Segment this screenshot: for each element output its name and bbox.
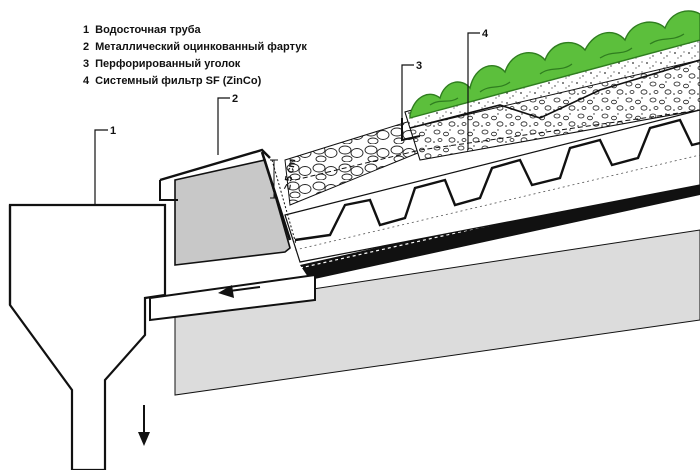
- callout-4: 4: [467, 28, 489, 150]
- system-filter: [294, 109, 700, 181]
- metal-apron: [159, 148, 297, 266]
- drainage-zigzag: [294, 118, 700, 242]
- vegetation: [409, 10, 700, 119]
- flow-arrow-left-icon: [218, 285, 261, 298]
- callout-3-number: 3: [416, 60, 422, 72]
- dimension-label: ≥ 5 cm: [282, 158, 298, 191]
- callout-1-number: 1: [110, 125, 116, 137]
- callout-2: 2: [217, 93, 238, 155]
- dimension-marker: ≥ 5 cm: [270, 158, 298, 199]
- callout-4-number: 4: [482, 28, 489, 40]
- perforated-angle: [401, 118, 421, 142]
- flow-arrow-down-icon: [138, 405, 150, 446]
- drainage-board: [284, 109, 700, 263]
- gutter-pipe: [8, 203, 167, 470]
- callout-3: 3: [401, 60, 422, 118]
- callout-2-number: 2: [232, 93, 238, 105]
- concrete-slab: [174, 229, 700, 396]
- callout-1: 1: [94, 125, 116, 205]
